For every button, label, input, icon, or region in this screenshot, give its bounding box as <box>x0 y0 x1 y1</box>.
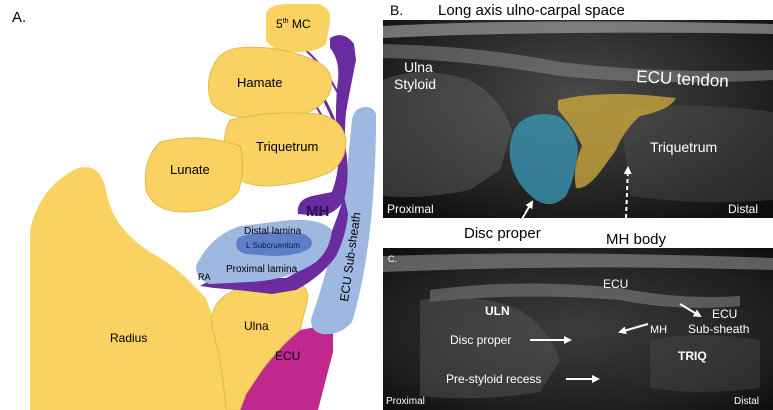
panel-c-label-ecu-subsheath-2: Sub-sheath <box>688 322 749 336</box>
panel-c-label-pre-styloid-recess: Pre-styloid recess <box>446 372 541 386</box>
label-lunate: Lunate <box>170 162 210 177</box>
label-ra: RA <box>198 272 211 282</box>
panel-b-triquetrum-region <box>620 105 773 203</box>
panel-c-label-distal: Distal <box>734 396 759 407</box>
label-5th-mc: 5th MC <box>276 17 311 31</box>
label-proximal-lamina: Proximal lamina <box>226 264 298 275</box>
panel-c-label-triq: TRIQ <box>678 349 707 363</box>
subcruentum-shape <box>236 232 312 256</box>
label-triquetrum: Triquetrum <box>256 139 318 154</box>
panel-b-ulna-region <box>383 72 512 198</box>
panel-a-letter: A. <box>12 9 26 26</box>
label-radius: Radius <box>110 331 147 345</box>
fifth-mc-bone <box>266 4 331 52</box>
panel-b-label-triquetrum: Triquetrum <box>650 139 717 155</box>
label-hamate: Hamate <box>237 75 283 90</box>
panel-c-tendon-band <box>430 283 740 308</box>
panel-c-skin-band <box>383 253 773 272</box>
proximal-lamina-purple <box>200 196 348 294</box>
label-mh: MH <box>306 203 329 220</box>
panel-c: C. ECU ECU Sub-sheath ULN MH Disc proper… <box>383 248 773 410</box>
panel-b-label-ulna: Ulna <box>404 59 433 75</box>
label-distal-lamina: Distal lamina <box>244 226 302 237</box>
panel-b-label-distal: Distal <box>728 202 758 216</box>
panel-b-label-ecu-tendon: ECU tendon <box>636 67 729 91</box>
ecu-tendon-shape <box>236 326 333 410</box>
panel-a: A. 5th MC Hamate Triquetrum Lunate <box>0 0 378 410</box>
label-ecu: ECU <box>275 349 300 363</box>
panel-b-title: Long axis ulno-carpal space <box>438 2 625 19</box>
label-ulna: Ulna <box>244 319 269 333</box>
label-l-subcruentum: L Subcruentum <box>246 241 300 250</box>
disc-proper-overlay <box>509 114 578 205</box>
panel-c-letter: C. <box>388 254 397 264</box>
panel-b-label-disc-proper: Disc proper <box>464 225 541 242</box>
mh-body-arrow <box>623 166 632 219</box>
panel-b-label-mh-body: MH body <box>606 231 667 248</box>
panel-c-label-mh: MH <box>650 324 667 336</box>
radius-bone <box>30 166 236 410</box>
panel-c-ulna-region <box>420 297 560 399</box>
ecu-subsheath-arrow <box>679 303 702 318</box>
panel-b-letter: B. <box>390 2 403 18</box>
panel-b-tendon-band <box>383 44 773 83</box>
panel-b-caption-strip <box>383 218 773 248</box>
panel-c-triq-region <box>650 335 760 392</box>
panel-b-label-styloid: Styloid <box>394 76 436 92</box>
panel-b-label-proximal: Proximal <box>387 202 434 216</box>
panel-c-label-ecu-subsheath-1: ECU <box>712 307 737 321</box>
panel-c-label-uln: ULN <box>485 304 510 318</box>
lunate-bone <box>144 137 244 213</box>
panel-c-label-ecu: ECU <box>603 277 628 291</box>
mh-body-overlay <box>558 94 676 189</box>
panel-b: B. Long axis ulno-carpal space Ulna Styl… <box>383 0 773 248</box>
panel-c-label-disc-proper: Disc proper <box>450 333 511 347</box>
mh-purple-upper <box>297 35 356 216</box>
panel-b-title-strip <box>383 0 773 20</box>
panel-c-label-proximal: Proximal <box>386 396 425 407</box>
disc-proper-arrow-tail <box>519 211 525 219</box>
panel-c-ultrasound <box>383 248 773 410</box>
panel-b-skin-band <box>383 21 773 38</box>
panel-c-mh-arrow <box>618 323 649 335</box>
